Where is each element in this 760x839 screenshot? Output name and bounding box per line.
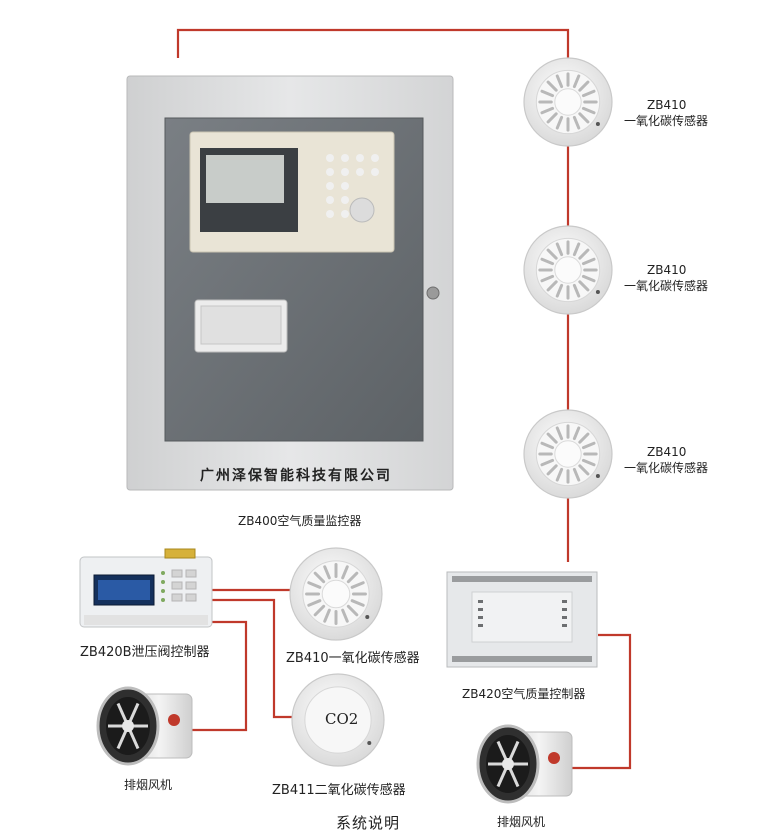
wire-top — [176, 28, 570, 62]
fan-left — [96, 686, 193, 766]
zb420b-caption: ZB420B泄压阀控制器 — [80, 645, 210, 660]
sensor-right-1-name: 一氧化碳传感器 — [624, 114, 709, 128]
fan-right-caption: 排烟风机 — [497, 815, 546, 829]
sensor-right-2 — [523, 225, 613, 315]
sensor-co2 — [291, 673, 385, 767]
sensor-co-caption: ZB410一氧化碳传感器 — [286, 651, 420, 666]
wire-b — [212, 598, 292, 719]
sensor-right-3-model: ZB410 — [647, 445, 687, 459]
wire-ctrl-fan — [572, 633, 632, 770]
sensor-right-3-name: 一氧化碳传感器 — [624, 461, 709, 475]
co2-marking: CO2 — [325, 710, 359, 728]
sensor-right-2-name: 一氧化碳传感器 — [624, 279, 709, 293]
fan-right — [476, 724, 573, 804]
sensor-right-1-model: ZB410 — [647, 98, 687, 112]
sensor-co2-caption: ZB411二氧化碳传感器 — [272, 783, 406, 798]
zb420-caption: ZB420空气质量控制器 — [462, 687, 586, 701]
cabinet-company-label: 广州泽保智能科技有限公司 — [200, 468, 392, 484]
wire-c — [189, 620, 248, 732]
sensor-right-2-model: ZB410 — [647, 263, 687, 277]
sensor-right-3 — [523, 409, 613, 499]
footer-title: 系统说明 — [336, 814, 401, 832]
sensor-right-1 — [523, 57, 613, 147]
cabinet-caption: ZB400空气质量监控器 — [238, 514, 362, 528]
fan-left-caption: 排烟风机 — [124, 778, 173, 792]
sensor-co — [289, 547, 383, 641]
